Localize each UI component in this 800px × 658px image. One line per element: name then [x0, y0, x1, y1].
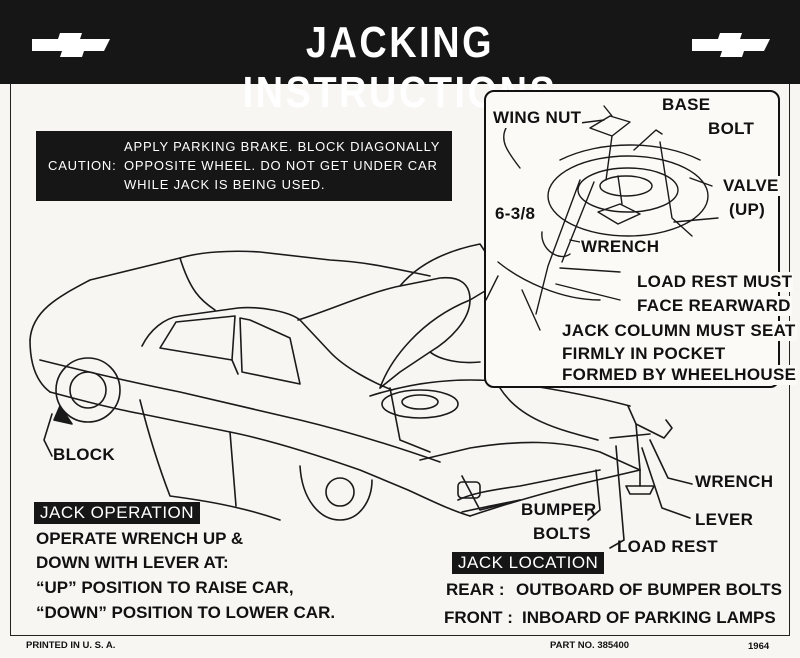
footer-part-number: PART NO. 385400 [550, 640, 630, 651]
caution-line: WHILE JACK IS BEING USED. [124, 177, 326, 192]
label-wing-nut: WING NUT [492, 108, 583, 128]
jack-operation-heading: JACK OPERATION [34, 502, 201, 524]
label-jack-column: JACK COLUMN MUST SEAT [561, 321, 797, 341]
jack-operation-line: DOWN WITH LEVER AT: [36, 553, 229, 572]
label-wrench-inset: WRENCH [580, 237, 661, 257]
footer-printed: PRINTED IN U. S. A. [26, 640, 116, 651]
caution-line: OPPOSITE WHEEL. DO NOT GET UNDER CAR [124, 158, 438, 173]
jack-operation-line: “UP” POSITION TO RAISE CAR, [36, 578, 294, 597]
label-valve: VALVE [722, 176, 780, 196]
label-load-rest-must: LOAD REST MUST [636, 272, 794, 292]
caution-box: CAUTION: APPLY PARKING BRAKE. BLOCK DIAG… [36, 131, 452, 201]
bowtie-emblem-icon [692, 33, 770, 57]
jack-location-rear-label: REAR : [446, 580, 505, 599]
label-face-rearward: FACE REARWARD [636, 296, 792, 316]
caution-label: CAUTION: [48, 158, 117, 173]
label-load-rest: LOAD REST [617, 537, 718, 556]
label-formed-by-wheelhouse: FORMED BY WHEELHOUSE [561, 365, 798, 385]
label-block: BLOCK [53, 445, 115, 464]
bowtie-emblem-icon [32, 33, 110, 57]
label-bumper: BUMPER [521, 500, 597, 519]
label-base: BASE [661, 95, 712, 115]
jack-location-front-label: FRONT : [444, 608, 513, 627]
label-bolts: BOLTS [533, 524, 591, 543]
caution-line: APPLY PARKING BRAKE. BLOCK DIAGONALLY [124, 139, 441, 154]
decal-border [10, 84, 790, 636]
label-wrench: WRENCH [695, 472, 774, 491]
footer-year: 1964 [748, 641, 770, 652]
jack-operation-line: OPERATE WRENCH UP & [36, 529, 244, 548]
label-bolt: BOLT [707, 119, 756, 139]
label-firmly-in-pocket: FIRMLY IN POCKET [561, 344, 727, 364]
label-lever: LEVER [695, 510, 754, 529]
jack-operation-line: “DOWN” POSITION TO LOWER CAR. [36, 603, 336, 622]
jack-location-heading: JACK LOCATION [452, 552, 605, 574]
jack-location-front-value: INBOARD OF PARKING LAMPS [522, 608, 776, 627]
jack-location-rear-value: OUTBOARD OF BUMPER BOLTS [516, 580, 783, 599]
label-valve-up: (UP) [728, 200, 767, 220]
label-size: 6-3/8 [494, 204, 537, 224]
